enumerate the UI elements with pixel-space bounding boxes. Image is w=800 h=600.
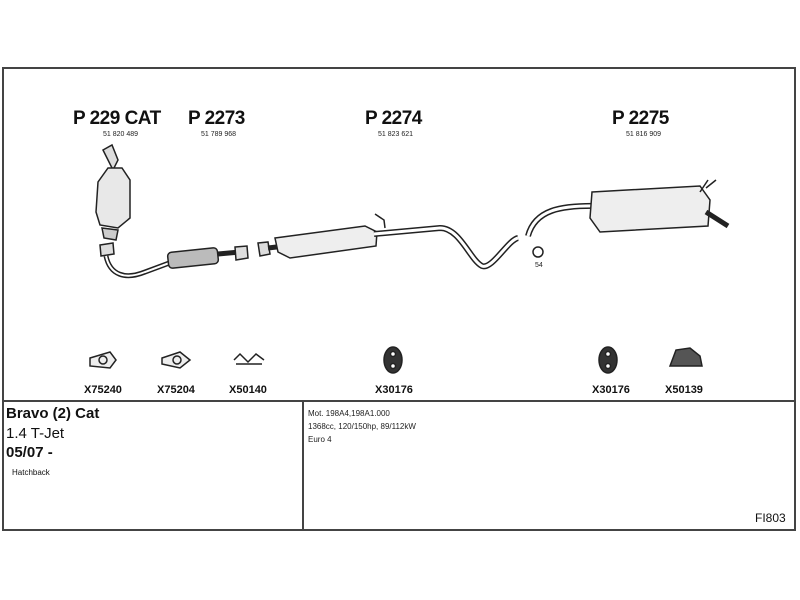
oem-number: 51 816 909 xyxy=(626,131,662,138)
accessory-label: X75204 xyxy=(157,384,195,396)
vehicle-body: Hatchback xyxy=(12,468,50,477)
middle-silencer-part[interactable] xyxy=(257,213,520,270)
accessory-label: X30176 xyxy=(592,384,630,396)
rubber-mount-icon[interactable] xyxy=(383,346,403,374)
engine-spec: Mot. 198A4,198A1.000 xyxy=(308,409,390,418)
part-number: P 2274 xyxy=(365,108,422,129)
divider xyxy=(4,400,794,402)
part-number: P 229 CAT xyxy=(73,108,161,129)
vehicle-date: 05/07 - xyxy=(6,444,53,461)
oem-number: 51 823 621 xyxy=(378,131,414,138)
engine-spec: 1368cc, 120/150hp, 89/112kW xyxy=(308,422,416,431)
rubber-mount-icon[interactable] xyxy=(598,346,618,374)
front-pipe-part[interactable] xyxy=(99,242,249,279)
part-number: P 2273 xyxy=(188,108,245,129)
hanger-icon[interactable] xyxy=(668,347,703,367)
diagram-frame xyxy=(2,67,796,531)
accessory-label: X50140 xyxy=(229,384,267,396)
vehicle-model: Bravo (2) Cat xyxy=(6,405,100,422)
gasket-icon[interactable] xyxy=(89,351,117,369)
part-label: 54 xyxy=(535,262,543,269)
oem-number: 51 820 489 xyxy=(103,131,139,138)
accessory-label: X30176 xyxy=(375,384,413,396)
part-number: P 2275 xyxy=(612,108,669,129)
accessory-label: X50139 xyxy=(665,384,703,396)
oem-number: 51 789 968 xyxy=(201,131,237,138)
engine-spec: Euro 4 xyxy=(308,435,332,444)
vehicle-engine: 1.4 T-Jet xyxy=(6,425,65,442)
diagram-code: FI803 xyxy=(755,511,786,525)
clamp-icon[interactable] xyxy=(233,352,265,365)
rear-silencer-part[interactable] xyxy=(525,179,730,258)
divider xyxy=(302,400,304,531)
accessory-label: X75240 xyxy=(84,384,122,396)
catalytic-converter-part[interactable] xyxy=(95,143,131,241)
gasket-icon[interactable] xyxy=(161,351,192,369)
